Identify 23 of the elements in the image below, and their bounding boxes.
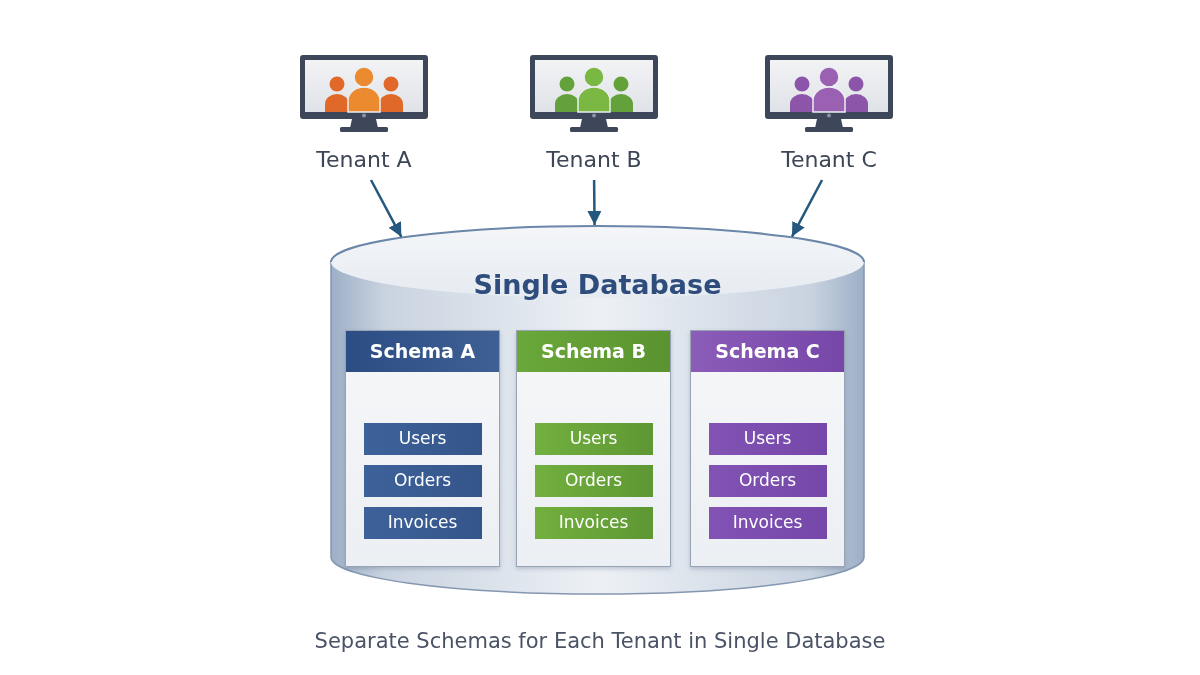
table-item: Invoices [534, 507, 653, 539]
table-item: Orders [534, 465, 653, 497]
schema-header: Schema C [691, 331, 844, 372]
database-title: Single Database [472, 268, 723, 302]
schema-header: Schema B [517, 331, 670, 372]
arrow [369, 179, 403, 238]
schema-header: Schema A [346, 331, 499, 372]
tenant-label: Tenant A [316, 146, 412, 174]
tenant-label: Tenant B [546, 146, 642, 174]
tenant-label: Tenant C [781, 146, 877, 174]
table-item: Orders [708, 465, 827, 497]
table-item: Users [534, 423, 653, 455]
diagram-caption: Separate Schemas for Each Tenant in Single Database [313, 628, 887, 655]
schema-panel [345, 330, 500, 567]
table-item: Users [708, 423, 827, 455]
schema-panel [690, 330, 845, 567]
table-item: Users [363, 423, 482, 455]
schema-panel [516, 330, 671, 567]
table-item: Invoices [708, 507, 827, 539]
arrow [587, 180, 602, 225]
table-item: Orders [363, 465, 482, 497]
table-item: Invoices [363, 507, 482, 539]
arrow [790, 179, 824, 238]
